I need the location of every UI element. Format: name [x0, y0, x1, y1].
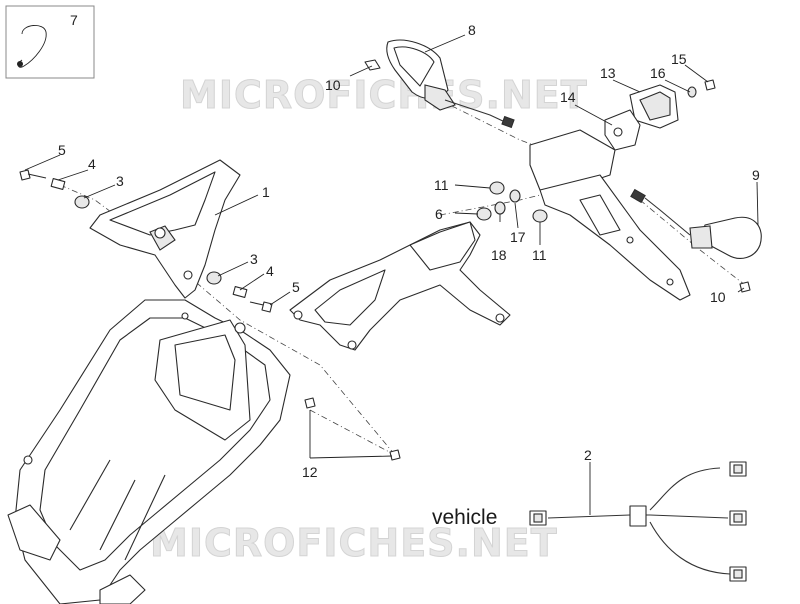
watermark-bottom: MICROFICHES.NET: [150, 521, 558, 565]
index-box: 7: [5, 5, 95, 79]
left-hardware-lower: [206, 271, 273, 313]
plate-light-part: [604, 79, 716, 151]
left-hardware-upper: [19, 169, 90, 209]
bolt-part-12: [304, 397, 401, 461]
callout-4: 4: [88, 156, 96, 172]
callout-5: 5: [58, 142, 66, 158]
harness-vehicle-label: vehicle: [432, 506, 497, 529]
callout-12: 12: [302, 464, 318, 480]
callout-13: 13: [600, 65, 616, 81]
plate-holder-part: [529, 129, 691, 301]
callout-3b: 3: [250, 251, 258, 267]
callout-3: 3: [116, 173, 124, 189]
callout-11: 11: [434, 177, 449, 193]
assembly-axis-signal-right: [639, 199, 746, 286]
callout-14: 14: [560, 89, 576, 105]
center-bracket-part: [289, 221, 511, 351]
callout-15: 15: [671, 51, 687, 67]
wiring-harness-part: [529, 461, 747, 582]
callout-17: 17: [510, 229, 526, 245]
callout-8: 8: [468, 22, 476, 38]
callout-9: 9: [752, 167, 760, 183]
harness-plug-icon: [17, 61, 23, 67]
watermark-top: MICROFICHES.NET: [180, 73, 588, 117]
spacer-part-18: [494, 201, 506, 215]
turn-signal-right-part: [630, 188, 762, 293]
callout-2: 2: [584, 447, 592, 463]
rear-bracket-part: [89, 159, 241, 299]
nut-part-11-lower: [532, 209, 548, 223]
turn-signal-left-part: [364, 39, 515, 129]
leader-lines: [24, 34, 759, 515]
callout-4b: 4: [266, 263, 274, 279]
washer-part-17: [509, 189, 521, 203]
index-number: 7: [70, 12, 78, 28]
callout-16: 16: [650, 65, 666, 81]
callout-18: 18: [491, 247, 507, 263]
callout-5b: 5: [292, 279, 300, 295]
callout-11b: 11: [532, 247, 547, 263]
callouts: 1 2 3 3 4 4 5 5 6 8 9 10 10 11 11 12 13 …: [58, 22, 760, 480]
undertray-part: [7, 299, 291, 604]
nut-part-6: [476, 207, 492, 221]
assembly-axis-bolt: [309, 409, 396, 456]
callout-10: 10: [325, 77, 341, 93]
callout-10b: 10: [710, 289, 726, 305]
callout-6: 6: [435, 206, 443, 222]
nut-part-11-upper: [489, 181, 505, 195]
callout-1: 1: [262, 184, 270, 200]
